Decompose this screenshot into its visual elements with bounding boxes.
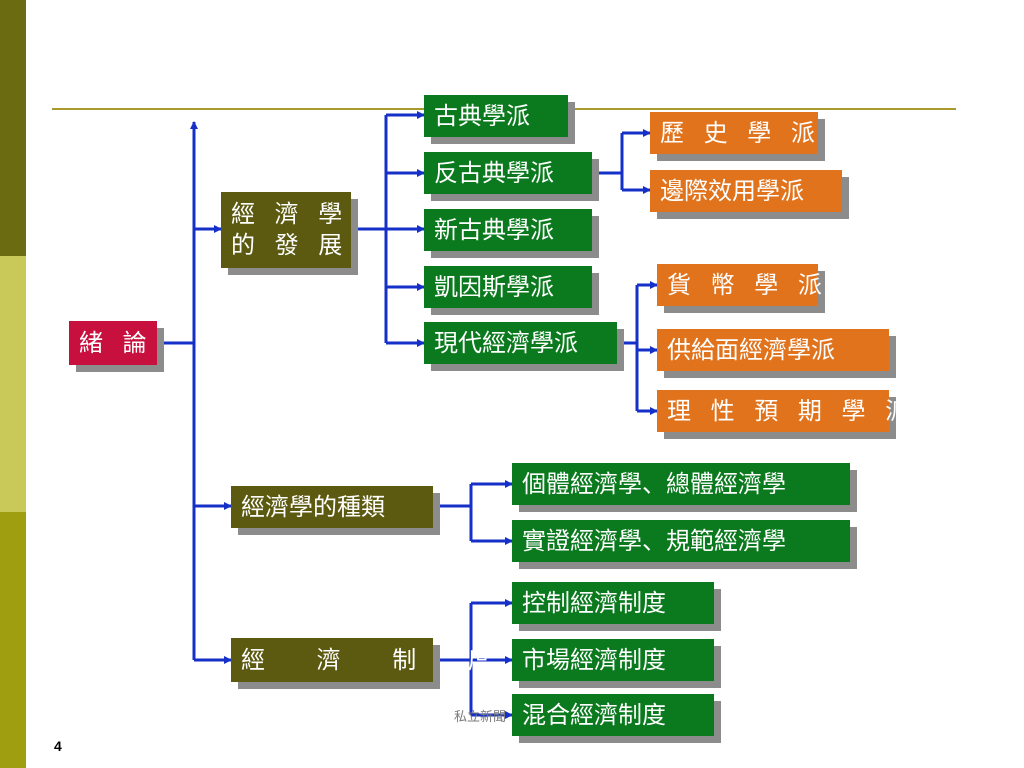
school-rational-expectations-label: 理 性 預 期 學 派 [667, 397, 916, 425]
branch-development-label-line2: 的 發 展 [231, 231, 349, 259]
school-modern-label: 現代經濟學派 [434, 329, 578, 357]
school-classical: 古典學派 [424, 95, 568, 137]
school-monetarist: 貨 幣 學 派 [657, 264, 822, 306]
type-micro-macro: 個體經濟學、總體經濟學 [512, 463, 850, 505]
side-bar-top [0, 0, 26, 256]
root-node: 緒 論 [69, 321, 157, 365]
branch-systems: 經 濟 制 度 [231, 638, 492, 682]
type-positive-normative-label: 實證經濟學、規範經濟學 [522, 527, 786, 555]
school-keynesian: 凱因斯學派 [424, 266, 592, 308]
branch-types: 經濟學的種類 [231, 486, 433, 528]
slide-number: 4 [54, 738, 62, 754]
system-mixed: 混合經濟制度 [512, 694, 714, 736]
school-rational-expectations: 理 性 預 期 學 派 [657, 390, 909, 432]
type-micro-macro-label: 個體經濟學、總體經濟學 [522, 470, 786, 498]
school-historical: 歷 史 學 派 [650, 112, 818, 154]
type-positive-normative: 實證經濟學、規範經濟學 [512, 520, 850, 562]
school-supply-side: 供給面經濟學派 [657, 329, 889, 371]
school-modern: 現代經濟學派 [424, 322, 617, 364]
school-supply-side-label: 供給面經濟學派 [667, 336, 835, 364]
footer-text: 私立新聞 [454, 710, 507, 725]
branch-development-label-line1: 經 濟 學 [231, 199, 349, 228]
school-marginal-utility: 邊際效用學派 [650, 170, 842, 212]
system-command: 控制經濟制度 [512, 582, 714, 624]
school-neoclassical: 新古典學派 [424, 209, 592, 251]
school-anti-classical: 反古典學派 [424, 152, 592, 194]
branch-systems-label: 經 濟 制 度 [241, 646, 514, 674]
system-market: 市場經濟制度 [512, 639, 714, 681]
branch-types-label: 經濟學的種類 [241, 493, 385, 521]
system-command-label: 控制經濟制度 [522, 589, 666, 617]
school-classical-label: 古典學派 [434, 102, 530, 130]
school-anti-classical-label: 反古典學派 [434, 159, 554, 187]
school-historical-label: 歷 史 學 派 [660, 119, 821, 147]
system-market-label: 市場經濟制度 [522, 646, 666, 674]
root-node-label: 緒 論 [79, 329, 153, 357]
school-keynesian-label: 凱因斯學派 [434, 273, 554, 301]
school-marginal-utility-label: 邊際效用學派 [660, 177, 804, 205]
side-bar-middle [0, 256, 26, 512]
branch-development: 經 濟 學 的 發 展 [221, 192, 351, 268]
side-bar-bottom [0, 512, 26, 768]
school-monetarist-label: 貨 幣 學 派 [667, 271, 828, 299]
school-neoclassical-label: 新古典學派 [434, 216, 554, 244]
system-mixed-label: 混合經濟制度 [522, 701, 666, 729]
